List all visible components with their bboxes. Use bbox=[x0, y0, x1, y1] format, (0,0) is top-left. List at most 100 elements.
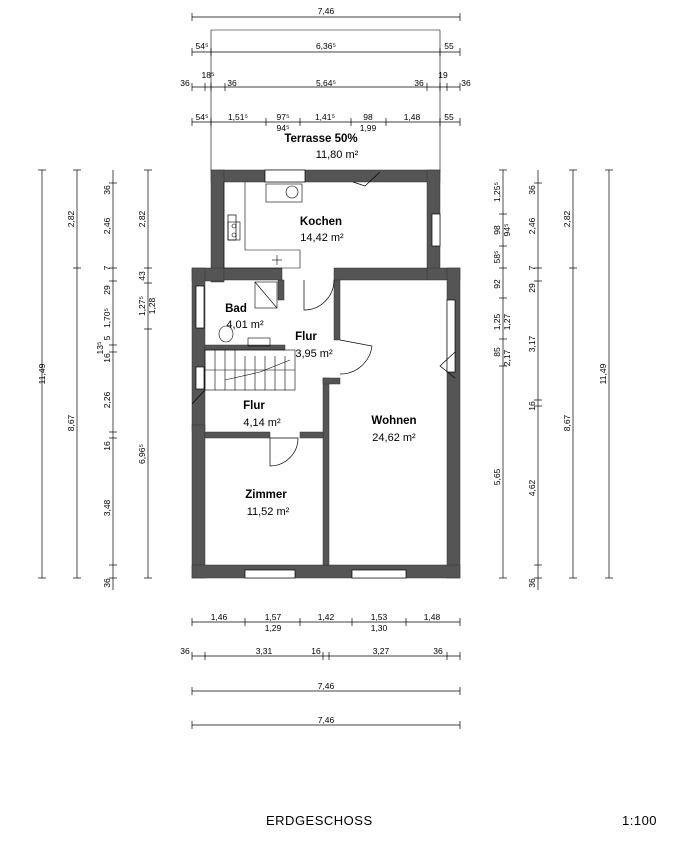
dim-label: 1,27⁵ bbox=[137, 296, 147, 316]
dim-label: 2,26 bbox=[102, 391, 112, 408]
dim-label: 85 bbox=[492, 347, 502, 357]
dim-bottom-total: 7,46 bbox=[318, 681, 335, 691]
bottom-dimensions bbox=[191, 618, 461, 729]
kitchen-fixtures bbox=[223, 182, 303, 269]
dim-label: 98 bbox=[492, 225, 502, 235]
dim-label: 1,25⁵ bbox=[492, 182, 502, 202]
dim-label: 36 bbox=[527, 185, 537, 195]
dim-label: 36 bbox=[102, 185, 112, 195]
room-area-flur-lower: 4,14 m² bbox=[243, 417, 281, 429]
right-dimensions bbox=[499, 169, 613, 590]
dim-top-total: 7,46 bbox=[318, 6, 335, 16]
dim-label: 3,31 bbox=[256, 646, 273, 656]
dim-label: 5 bbox=[102, 335, 112, 340]
dim-label: 8,67 bbox=[66, 414, 76, 431]
top-dimension-labels: 7,46 54⁵ 6,36⁵ 55 36 18⁵ 36 5,64⁵ 36 19 … bbox=[180, 6, 471, 133]
left-dimensions bbox=[38, 169, 152, 590]
room-name-terrasse: Terrasse 50% bbox=[284, 133, 357, 145]
dim-label: 36 bbox=[180, 78, 190, 88]
dim-label: 3,48 bbox=[102, 499, 112, 516]
dim-label: 16 bbox=[102, 353, 112, 363]
dim-label: 97⁵ bbox=[277, 112, 290, 122]
dim-label: 6,36⁵ bbox=[316, 41, 336, 51]
dim-label: 1,29 bbox=[265, 623, 282, 633]
dim-label: 2,82 bbox=[562, 210, 572, 227]
dim-label: 16 bbox=[527, 401, 537, 411]
dim-label: 29 bbox=[527, 283, 537, 293]
dim-label: 1,57 bbox=[265, 612, 282, 622]
dim-label: 13⁵ bbox=[95, 342, 105, 355]
dim-label: 3,17 bbox=[527, 335, 537, 352]
dim-label: 36 bbox=[180, 646, 190, 656]
bath-fixtures bbox=[218, 281, 278, 347]
dim-label: 16 bbox=[311, 646, 321, 656]
dim-label: 1,46 bbox=[211, 612, 228, 622]
dim-label: 55 bbox=[444, 41, 454, 51]
room-name-flur-upper: Flur bbox=[295, 331, 317, 343]
dim-bottom-total: 7,46 bbox=[318, 715, 335, 725]
dim-left-total: 11,49 bbox=[37, 363, 47, 384]
dim-label: 8,67 bbox=[562, 414, 572, 431]
dim-label: 4,62 bbox=[527, 479, 537, 496]
room-name-zimmer: Zimmer bbox=[245, 489, 287, 501]
scale-label: 1:100 bbox=[622, 813, 658, 828]
room-name-bad: Bad bbox=[225, 303, 247, 315]
dim-label: 36 bbox=[102, 578, 112, 588]
dim-label: 1,48 bbox=[404, 112, 421, 122]
dim-label: 1,48 bbox=[424, 612, 441, 622]
dim-label: 5,65 bbox=[492, 468, 502, 485]
dim-label: 1,42 bbox=[318, 612, 335, 622]
dim-label: 29 bbox=[102, 285, 112, 295]
bottom-dimension-labels: 1,46 1,57 1,29 1,42 1,53 1,30 1,48 36 3,… bbox=[180, 612, 443, 725]
dim-label: 58⁵ bbox=[492, 251, 502, 264]
dim-label: 7 bbox=[102, 265, 112, 270]
interior-walls bbox=[204, 267, 428, 566]
room-area-bad: 4,01 m² bbox=[226, 319, 264, 331]
dim-label: 54⁵ bbox=[196, 41, 209, 51]
dim-label: 1,30 bbox=[371, 623, 388, 633]
dim-label: 16 bbox=[102, 441, 112, 451]
top-dimensions bbox=[191, 13, 461, 172]
dim-label: 1,51⁵ bbox=[228, 112, 248, 122]
dim-label: 1,25 bbox=[492, 313, 502, 330]
dim-label: 1,27 bbox=[502, 313, 512, 330]
dim-label: 94⁵ bbox=[277, 123, 290, 133]
room-area-zimmer: 11,52 m² bbox=[247, 506, 290, 518]
dim-right-total: 11,49 bbox=[598, 363, 608, 384]
dim-label: 2,82 bbox=[137, 210, 147, 227]
room-name-wohnen: Wohnen bbox=[371, 415, 416, 427]
dim-label: 2,46 bbox=[527, 217, 537, 234]
dim-label: 36 bbox=[433, 646, 443, 656]
dim-label: 36 bbox=[227, 78, 237, 88]
dim-label: 2,82 bbox=[66, 210, 76, 227]
room-area-kochen: 14,42 m² bbox=[300, 232, 344, 244]
room-name-flur-lower: Flur bbox=[243, 400, 265, 412]
room-area-terrasse: 11,80 m² bbox=[316, 149, 359, 161]
dim-label: 2,46 bbox=[102, 217, 112, 234]
dim-label: 1,28 bbox=[147, 297, 157, 314]
room-name-kochen: Kochen bbox=[300, 216, 342, 228]
right-dimension-labels: 1,25⁵ 98 94⁵ 58⁵ 92 1,25 1,27 85 2,17 5,… bbox=[492, 182, 608, 588]
dim-label: 98 bbox=[363, 112, 373, 122]
dim-label: 6,96⁵ bbox=[137, 444, 147, 464]
dim-label: 19 bbox=[438, 70, 448, 80]
dim-label: 18⁵ bbox=[202, 70, 215, 80]
dim-label: 54⁵ bbox=[196, 112, 209, 122]
dim-label: 36 bbox=[414, 78, 424, 88]
dim-label: 2,17 bbox=[502, 349, 512, 366]
dim-label: 7 bbox=[527, 265, 537, 270]
room-labels: Terrasse 50% 11,80 m² Kochen 14,42 m² Ba… bbox=[225, 133, 416, 518]
dim-label: 43 bbox=[137, 271, 147, 281]
dim-label: 1,53 bbox=[371, 612, 388, 622]
dim-label: 1,41⁵ bbox=[315, 112, 335, 122]
windows bbox=[195, 169, 456, 579]
staircase bbox=[204, 349, 296, 391]
left-dimension-labels: 11,49 2,82 8,67 36 2,46 7 29 1,70⁵ 5 13⁵… bbox=[37, 185, 157, 588]
dim-label: 1,99 bbox=[360, 123, 377, 133]
room-area-flur-upper: 3,95 m² bbox=[295, 348, 333, 360]
dim-label: 3,27 bbox=[373, 646, 390, 656]
dim-label: 1,70⁵ bbox=[102, 308, 112, 328]
dim-label: 36 bbox=[461, 78, 471, 88]
dim-label: 55 bbox=[444, 112, 454, 122]
